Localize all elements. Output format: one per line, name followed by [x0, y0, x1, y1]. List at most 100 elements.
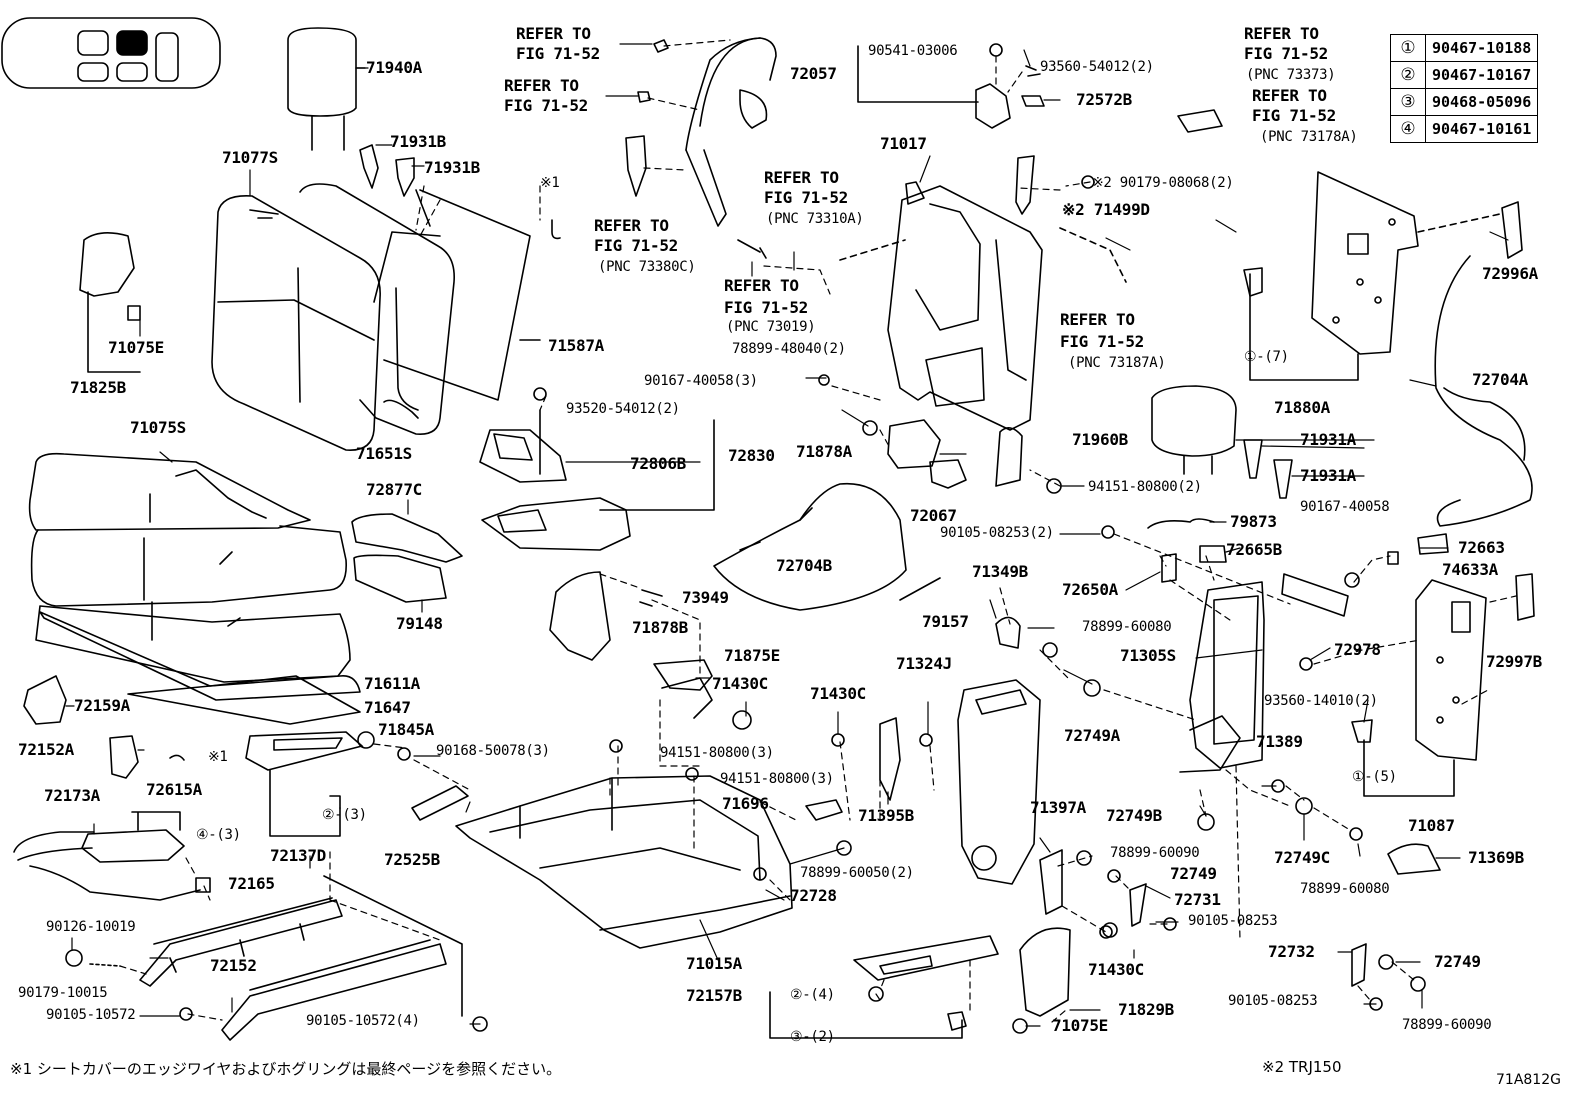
part-label: 72997B — [1486, 652, 1542, 671]
part-label: 78899-60050(2) — [800, 865, 914, 881]
part-label: 71940A — [366, 58, 422, 77]
part-label: 72067 — [910, 506, 957, 525]
cover-72152A — [109, 735, 139, 779]
part-label: 90105-10572 — [46, 1007, 136, 1023]
part-label: 72057 — [790, 64, 837, 83]
headrest-71960B — [1151, 385, 1237, 457]
part-label: ①-(7) — [1244, 349, 1289, 365]
part-label: 71875E — [724, 646, 780, 665]
legend-key: ② — [1390, 61, 1426, 89]
part-label: ※2 90179-08068(2) — [1092, 175, 1234, 191]
bracket-72615A — [81, 829, 185, 863]
legend-part: 90468-05096 — [1424, 88, 1539, 116]
part-label: 71696 — [722, 794, 769, 813]
part-label: 71931B — [424, 158, 480, 177]
part-label: 78899-60080 — [1300, 881, 1390, 897]
seatback-frame-71017 — [887, 181, 1043, 487]
panel-71587A — [383, 189, 531, 401]
cable-72704B — [713, 482, 907, 611]
part-label: 94151-80800(3) — [660, 745, 774, 761]
seat-frame-71015A — [455, 775, 793, 949]
frame-71305S — [1179, 581, 1265, 773]
part-label: 71430C — [810, 684, 866, 703]
part-label: 93520-54012(2) — [566, 401, 680, 417]
part-label: 72165 — [228, 874, 275, 893]
part-label: 94151-80800(3) — [720, 771, 834, 787]
part-label: ②-(3) — [322, 807, 367, 823]
legend-part: 90467-10167 — [1424, 61, 1539, 89]
part-label: (PNC 73373) — [1246, 67, 1336, 83]
part-label: 74633A — [1442, 560, 1498, 579]
part-label: FIG 71-52 — [594, 236, 678, 255]
part-label: 72615A — [146, 780, 202, 799]
part-label: 72704B — [776, 556, 832, 575]
part-label: FIG 71-52 — [764, 188, 848, 207]
part-label: 71829B — [1118, 1000, 1174, 1019]
legend-part: 90467-10161 — [1424, 115, 1539, 143]
part-label: ※1 — [540, 175, 560, 191]
part-label: 73949 — [682, 588, 729, 607]
part-label: 71611A — [364, 674, 420, 693]
part-label: 90105-10572(4) — [306, 1013, 420, 1029]
part-label: 93560-14010(2) — [1264, 693, 1378, 709]
part-label: 71324J — [896, 654, 952, 673]
part-label: (PNC 73019) — [726, 319, 816, 335]
part-label: 71931A — [1300, 430, 1356, 449]
part-label: 71878B — [632, 618, 688, 637]
part-label: (PNC 73178A) — [1260, 129, 1358, 145]
cup-holder-72806B — [479, 429, 567, 483]
part-label: 72732 — [1268, 942, 1315, 961]
part-label: 72996A — [1482, 264, 1538, 283]
part-label: ③-(2) — [790, 1029, 835, 1045]
part-label: 71931A — [1300, 466, 1356, 485]
footnote-2: ※2 TRJ150 — [1262, 1058, 1342, 1076]
part-label: 71075E — [108, 338, 164, 357]
part-label: 79157 — [922, 612, 969, 631]
lever-72525B — [411, 785, 469, 821]
part-label: 71017 — [880, 134, 927, 153]
part-label: 90168-50078(3) — [436, 743, 550, 759]
part-label: 90541-03006 — [868, 43, 958, 59]
cable-72704A — [1434, 255, 1533, 527]
part-label: FIG 71-52 — [516, 44, 600, 63]
bracket-72731 — [1129, 883, 1147, 927]
part-label: FIG 71-52 — [1244, 44, 1328, 63]
part-label: 71825B — [70, 378, 126, 397]
bracket-72732 — [1351, 943, 1367, 987]
headrest-71940A — [287, 27, 366, 151]
seat-belt — [625, 37, 777, 227]
seat-position-icon — [1, 17, 221, 89]
part-label: ※2 71499D — [1062, 200, 1150, 219]
part-label: 72152A — [18, 740, 74, 759]
legend-key: ③ — [1390, 88, 1426, 116]
part-label: 90179-10015 — [18, 985, 108, 1001]
part-label: 72749B — [1106, 806, 1162, 825]
part-label: 72650A — [1062, 580, 1118, 599]
legend-key: ① — [1390, 34, 1426, 62]
part-label: 71880A — [1274, 398, 1330, 417]
bracket-71499D — [1015, 155, 1035, 215]
hinge-72067 — [929, 459, 967, 489]
part-label: ②-(4) — [790, 987, 835, 1003]
cover-71878B — [549, 571, 611, 661]
bracket-71825B — [79, 232, 141, 373]
seatback-frame-71651S — [299, 183, 455, 435]
part-label: 71931B — [390, 132, 446, 151]
legend-part: 90467-10188 — [1424, 34, 1539, 62]
part-label: FIG 71-52 — [1252, 106, 1336, 125]
part-label: ※1 — [208, 749, 228, 765]
part-label: REFER TO — [516, 24, 591, 43]
part-label: 72749 — [1434, 952, 1481, 971]
part-label: 71349B — [972, 562, 1028, 581]
part-label: 72525B — [384, 850, 440, 869]
leader-lines — [65, 43, 1509, 1027]
part-label: 79148 — [396, 614, 443, 633]
legend-key: ④ — [1390, 115, 1426, 143]
part-label: 72731 — [1174, 890, 1221, 909]
tray-72157B — [853, 935, 999, 981]
part-label: 78899-60090 — [1110, 845, 1200, 861]
part-label: 72728 — [790, 886, 837, 905]
